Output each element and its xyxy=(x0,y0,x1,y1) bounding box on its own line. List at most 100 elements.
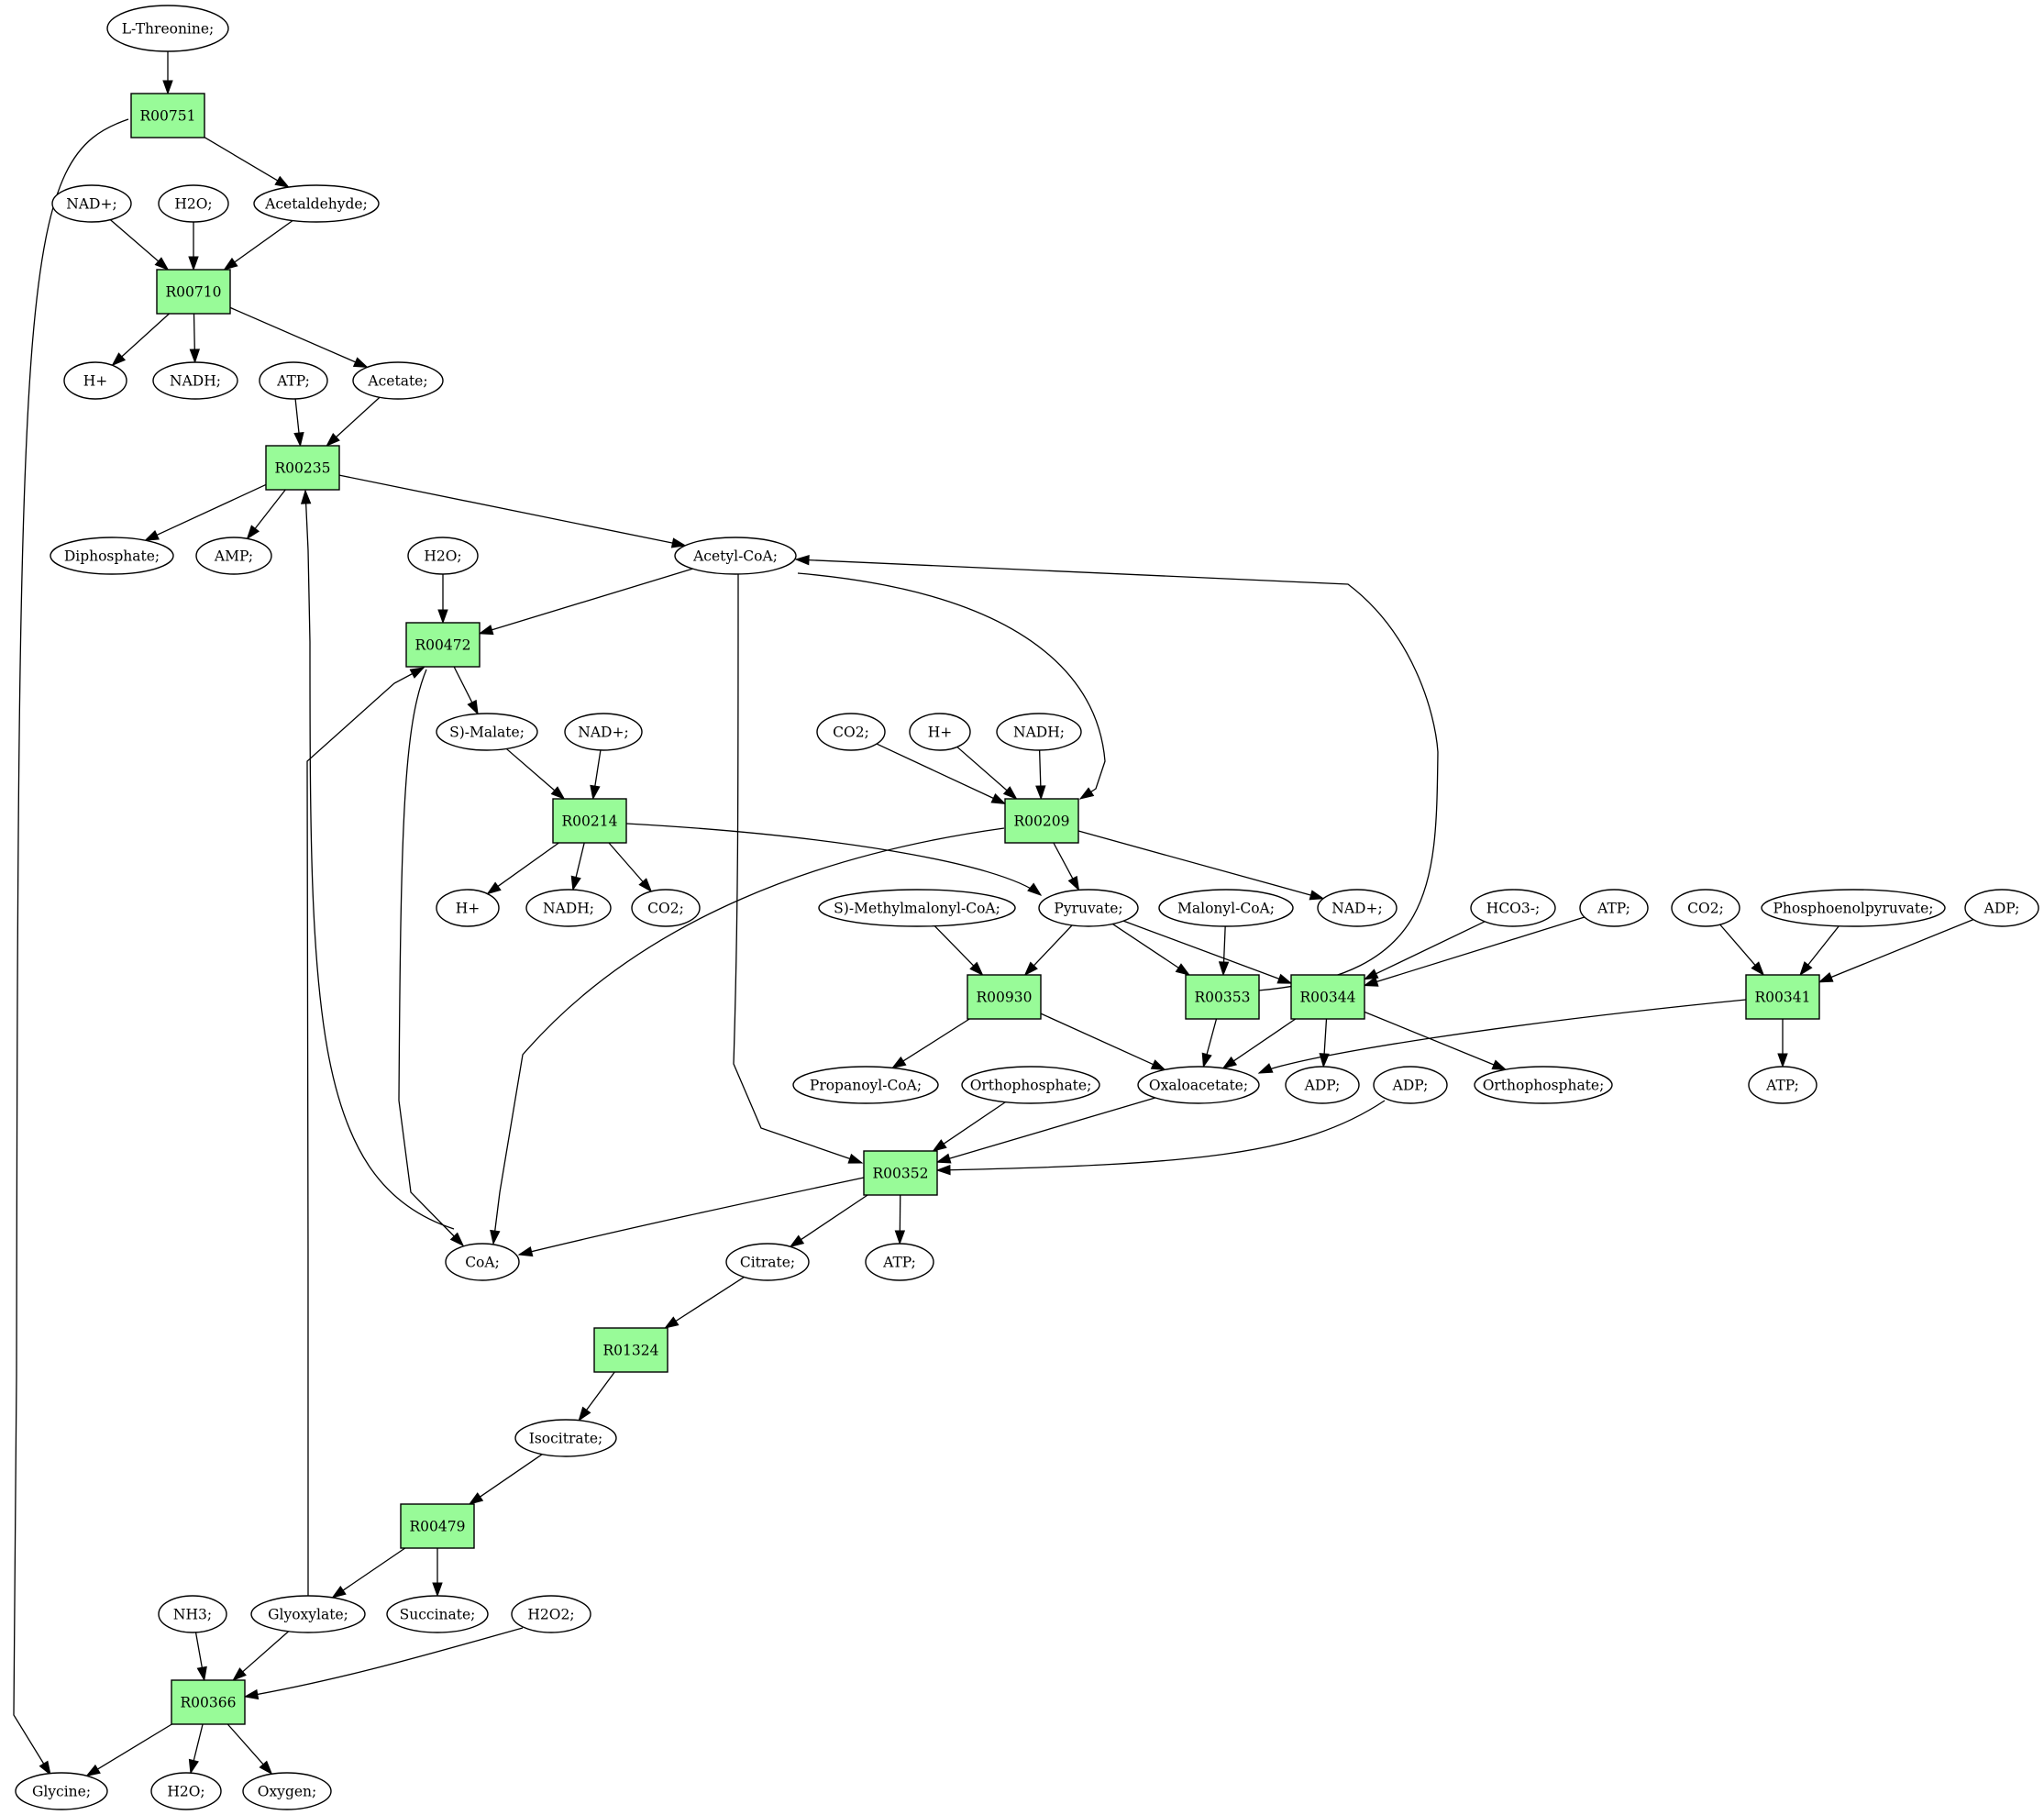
compound-node-h2o2b[interactable]: H2O2; xyxy=(511,1595,591,1633)
compound-node-cit[interactable]: Citrate; xyxy=(725,1243,810,1281)
compound-node-pyr[interactable]: Pyruvate; xyxy=(1038,889,1139,927)
compound-node-orth1[interactable]: Orthophosphate; xyxy=(961,1066,1100,1104)
reaction-node-r751[interactable]: R00751 xyxy=(130,93,205,138)
compound-node-acet[interactable]: Acetate; xyxy=(352,361,444,400)
edge-r235-to-amp-arrowhead xyxy=(246,525,260,540)
compound-node-hp3[interactable]: H+ xyxy=(909,713,971,751)
compound-node-accoa[interactable]: Acetyl-CoA; xyxy=(674,537,797,575)
compound-node-co2b[interactable]: CO2; xyxy=(816,713,886,751)
compound-node-hco3[interactable]: HCO3-; xyxy=(1470,889,1556,927)
compound-node-amp[interactable]: AMP; xyxy=(195,537,272,575)
edge-r930-to-oaa-arrowhead xyxy=(1150,1059,1166,1070)
node-label: ATP; xyxy=(1597,901,1630,917)
edge-adp3-to-r352-arrowhead xyxy=(935,1164,951,1176)
edge-r209-to-pyr-arrowhead xyxy=(1067,875,1080,891)
reaction-node-r353[interactable]: R00353 xyxy=(1185,974,1260,1020)
compound-node-oxy[interactable]: Oxygen; xyxy=(242,1772,332,1810)
compound-node-nadh3[interactable]: NADH; xyxy=(996,713,1082,751)
compound-node-isocit[interactable]: Isocitrate; xyxy=(514,1419,617,1457)
compound-ellipse xyxy=(158,184,229,223)
node-label: Pyruvate; xyxy=(1054,901,1122,917)
compound-ellipse xyxy=(15,1772,108,1810)
compound-node-propcoa[interactable]: Propanoyl-CoA; xyxy=(792,1066,939,1104)
edge-lthr-to-r751-arrowhead xyxy=(162,80,173,95)
compound-node-atp3[interactable]: ATP; xyxy=(1748,1066,1818,1104)
compound-node-hp2[interactable]: H+ xyxy=(436,889,500,927)
compound-node-smm[interactable]: S)-Methylmalonyl-CoA; xyxy=(818,889,1016,927)
compound-node-nadh1[interactable]: NADH; xyxy=(152,361,238,400)
edge-r235-to-diph xyxy=(155,483,267,537)
compound-node-lthr[interactable]: L-Threonine; xyxy=(106,5,229,52)
compound-node-orth2[interactable]: Orthophosphate; xyxy=(1474,1066,1613,1104)
edge-oaa-to-r352-arrowhead xyxy=(935,1153,952,1164)
reaction-node-r341[interactable]: R00341 xyxy=(1745,974,1820,1020)
node-label: Oxygen; xyxy=(258,1784,317,1800)
reaction-node-r479[interactable]: R00479 xyxy=(400,1503,475,1549)
compound-node-nadh2[interactable]: NADH; xyxy=(525,889,612,927)
compound-node-diph[interactable]: Diphosphate; xyxy=(50,537,174,575)
compound-node-h2o3[interactable]: H2O; xyxy=(150,1772,222,1810)
reaction-node-r930[interactable]: R00930 xyxy=(967,974,1042,1020)
compound-ellipse xyxy=(50,537,174,575)
edge-r344-to-oaa xyxy=(1232,1018,1297,1063)
compound-node-atp1[interactable]: ATP; xyxy=(259,361,328,400)
compound-ellipse xyxy=(1761,889,1946,927)
compound-node-gly[interactable]: Glycine; xyxy=(15,1772,108,1810)
compound-node-adp2[interactable]: ADP; xyxy=(1285,1066,1360,1104)
reaction-node-r209[interactable]: R00209 xyxy=(1004,798,1079,844)
compound-ellipse xyxy=(1317,889,1398,927)
edge-r366-to-gly-arrowhead xyxy=(85,1764,101,1777)
reaction-node-r235[interactable]: R00235 xyxy=(265,445,340,491)
compound-node-smal[interactable]: S)-Malate; xyxy=(436,713,538,751)
compound-ellipse xyxy=(1038,889,1139,927)
compound-node-adp1[interactable]: ADP; xyxy=(1964,889,2039,927)
compound-ellipse xyxy=(242,1772,332,1810)
reaction-node-r352[interactable]: R00352 xyxy=(863,1150,938,1196)
node-label: H2O; xyxy=(167,1784,204,1800)
edge-glyox-to-r366 xyxy=(240,1631,290,1674)
node-label: R00751 xyxy=(140,108,196,125)
compound-node-malcoa[interactable]: Malonyl-CoA; xyxy=(1158,889,1294,927)
node-label: R00353 xyxy=(1195,990,1251,1006)
compound-node-adp3[interactable]: ADP; xyxy=(1373,1066,1448,1104)
compound-node-h2o1[interactable]: H2O; xyxy=(158,184,229,223)
compound-node-co2c[interactable]: CO2; xyxy=(1671,889,1740,927)
reaction-node-r472[interactable]: R00472 xyxy=(405,622,481,668)
compound-node-pep[interactable]: Phosphoenolpyruvate; xyxy=(1761,889,1946,927)
compound-node-nad2[interactable]: NAD+; xyxy=(564,713,643,751)
compound-node-succ[interactable]: Succinate; xyxy=(386,1595,489,1633)
compound-node-atp4[interactable]: ATP; xyxy=(865,1243,934,1281)
compound-ellipse xyxy=(1158,889,1294,927)
compound-node-co2a[interactable]: CO2; xyxy=(631,889,701,927)
compound-node-coa[interactable]: CoA; xyxy=(445,1243,520,1281)
compound-node-nad3[interactable]: NAD+; xyxy=(1317,889,1398,927)
reaction-node-r710[interactable]: R00710 xyxy=(156,269,231,315)
node-label: NAD+; xyxy=(66,196,116,213)
compound-ellipse xyxy=(961,1066,1100,1104)
node-label: H2O; xyxy=(424,548,461,565)
compound-node-acald[interactable]: Acetaldehyde; xyxy=(253,184,380,223)
compound-ellipse xyxy=(352,361,444,400)
edge-hp3-to-r209-arrowhead xyxy=(1002,786,1018,800)
compound-node-atp2[interactable]: ATP; xyxy=(1579,889,1649,927)
compound-ellipse xyxy=(1285,1066,1360,1104)
compound-node-nh3[interactable]: NH3; xyxy=(158,1595,227,1633)
edge-r209-to-nad3-arrowhead xyxy=(1309,890,1325,901)
compound-node-glyox[interactable]: Glyoxylate; xyxy=(250,1595,366,1633)
compound-node-nad1[interactable]: NAD+; xyxy=(51,184,132,223)
node-label: NAD+; xyxy=(1331,901,1382,917)
reaction-node-r214[interactable]: R00214 xyxy=(552,798,627,844)
edge-r209-to-nad3 xyxy=(1077,830,1313,897)
compound-node-oaa[interactable]: Oxaloacetate; xyxy=(1137,1066,1260,1104)
edge-coa-to-r235 xyxy=(304,490,455,1230)
node-label: R00710 xyxy=(166,284,222,301)
reaction-node-r1324[interactable]: R01324 xyxy=(593,1327,668,1373)
compound-node-h2o2[interactable]: H2O; xyxy=(407,537,479,575)
node-label: ATP; xyxy=(276,373,310,390)
reaction-node-r366[interactable]: R00366 xyxy=(171,1679,246,1725)
edge-r235-to-accoa-arrowhead xyxy=(670,537,687,548)
reaction-node-r344[interactable]: R00344 xyxy=(1290,974,1365,1020)
compound-node-hp1[interactable]: H+ xyxy=(63,361,127,400)
node-label: Glycine; xyxy=(32,1784,91,1800)
reaction-box xyxy=(1185,974,1260,1020)
